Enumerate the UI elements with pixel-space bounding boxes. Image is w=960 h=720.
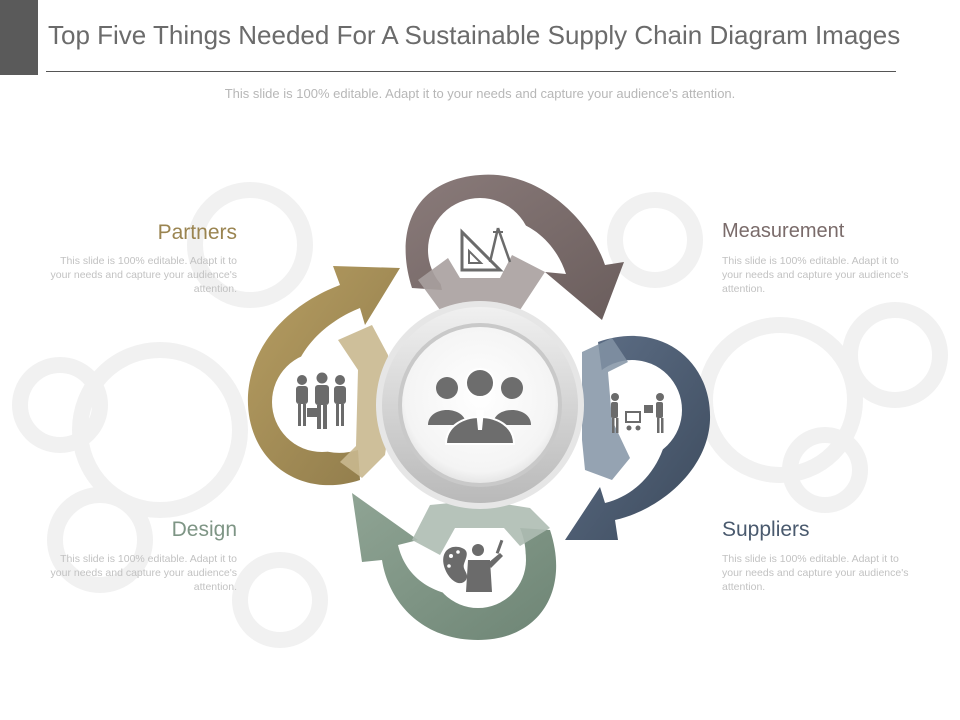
team-icon xyxy=(296,372,346,429)
background-gears xyxy=(12,182,948,648)
segment-suppliers-arrow xyxy=(565,335,711,540)
page-title: Top Five Things Needed For A Sustainable… xyxy=(48,20,901,50)
title-divider xyxy=(46,71,896,72)
group-people-icon xyxy=(428,368,531,445)
desc-suppliers: This slide is 100% editable. Adapt it to… xyxy=(722,553,909,593)
desc-design: This slide is 100% editable. Adapt it to… xyxy=(50,553,237,593)
page-subtitle: This slide is 100% editable. Adapt it to… xyxy=(224,86,736,101)
title-accent-bar xyxy=(0,0,38,75)
label-partners: Partners xyxy=(157,221,237,244)
center-hub xyxy=(376,301,584,509)
artist-palette-icon xyxy=(443,539,504,592)
segment-partners-arrow xyxy=(247,266,400,486)
delivery-icon xyxy=(611,393,664,433)
segment-measurement-arrow xyxy=(405,174,624,320)
label-design: Design xyxy=(171,518,237,541)
label-suppliers: Suppliers xyxy=(722,518,810,541)
drafting-tools-icon xyxy=(460,227,512,272)
desc-measurement: This slide is 100% editable. Adapt it to… xyxy=(722,255,909,295)
desc-partners: This slide is 100% editable. Adapt it to… xyxy=(50,255,237,295)
label-measurement: Measurement xyxy=(722,220,845,242)
segment-design-arrow xyxy=(352,493,557,640)
